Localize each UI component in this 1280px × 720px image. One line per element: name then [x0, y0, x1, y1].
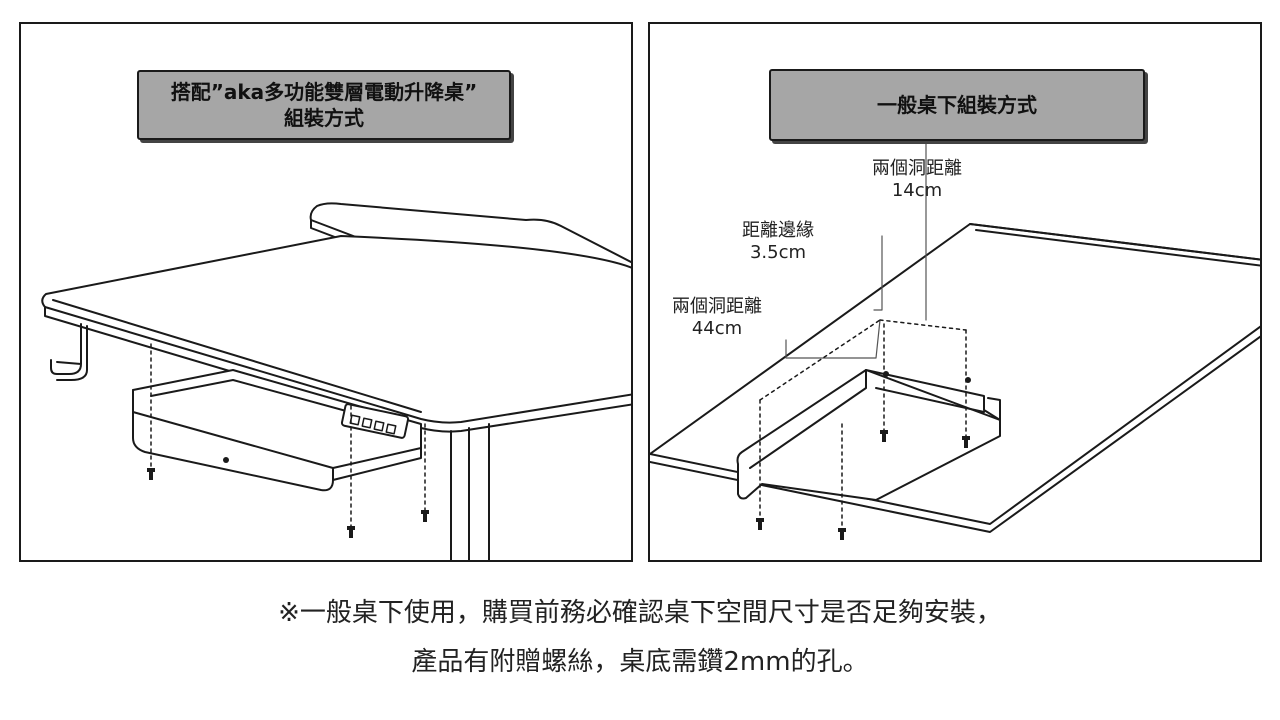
desk-assembly-title-line2: 組裝方式 — [284, 106, 364, 130]
label-value: 14cm — [891, 180, 943, 201]
desk-assembly-title-line1: 搭配”aka多功能雙層電動升降桌” — [170, 80, 478, 104]
desk-assembly-panel: 搭配”aka多功能雙層電動升降桌” 組裝方式 — [19, 22, 633, 562]
under-table-title-banner: 一般桌下組裝方式 — [769, 69, 1145, 141]
label-value: 3.5cm — [749, 242, 807, 263]
desk-drawer-illustration — [41, 202, 631, 560]
edge-distance-label: 距離邊緣 3.5cm — [742, 220, 814, 264]
under-table-title: 一般桌下組裝方式 — [877, 93, 1037, 117]
label-text: 兩個洞距離 — [872, 158, 962, 179]
hole-distance-label-44: 兩個洞距離 44cm — [672, 296, 762, 340]
desk-assembly-title-banner: 搭配”aka多功能雙層電動升降桌” 組裝方式 — [137, 70, 511, 140]
label-text: 距離邊緣 — [742, 220, 814, 241]
label-text: 兩個洞距離 — [672, 296, 762, 317]
label-value: 44cm — [691, 318, 743, 339]
under-table-assembly-panel: 一般桌下組裝方式 兩個洞距離 14cm 距離邊緣 3.5cm 兩個洞距離 44c… — [648, 22, 1262, 562]
caption-line-1: ※一般桌下使用，購買前務必確認桌下空間尺寸是否足夠安裝， — [278, 598, 1002, 628]
hole-distance-label-14: 兩個洞距離 14cm — [872, 158, 962, 202]
caption-line-2: 產品有附贈螺絲，桌底需鑽2mm的孔。 — [411, 647, 869, 677]
under-table-illustration — [650, 119, 1260, 540]
